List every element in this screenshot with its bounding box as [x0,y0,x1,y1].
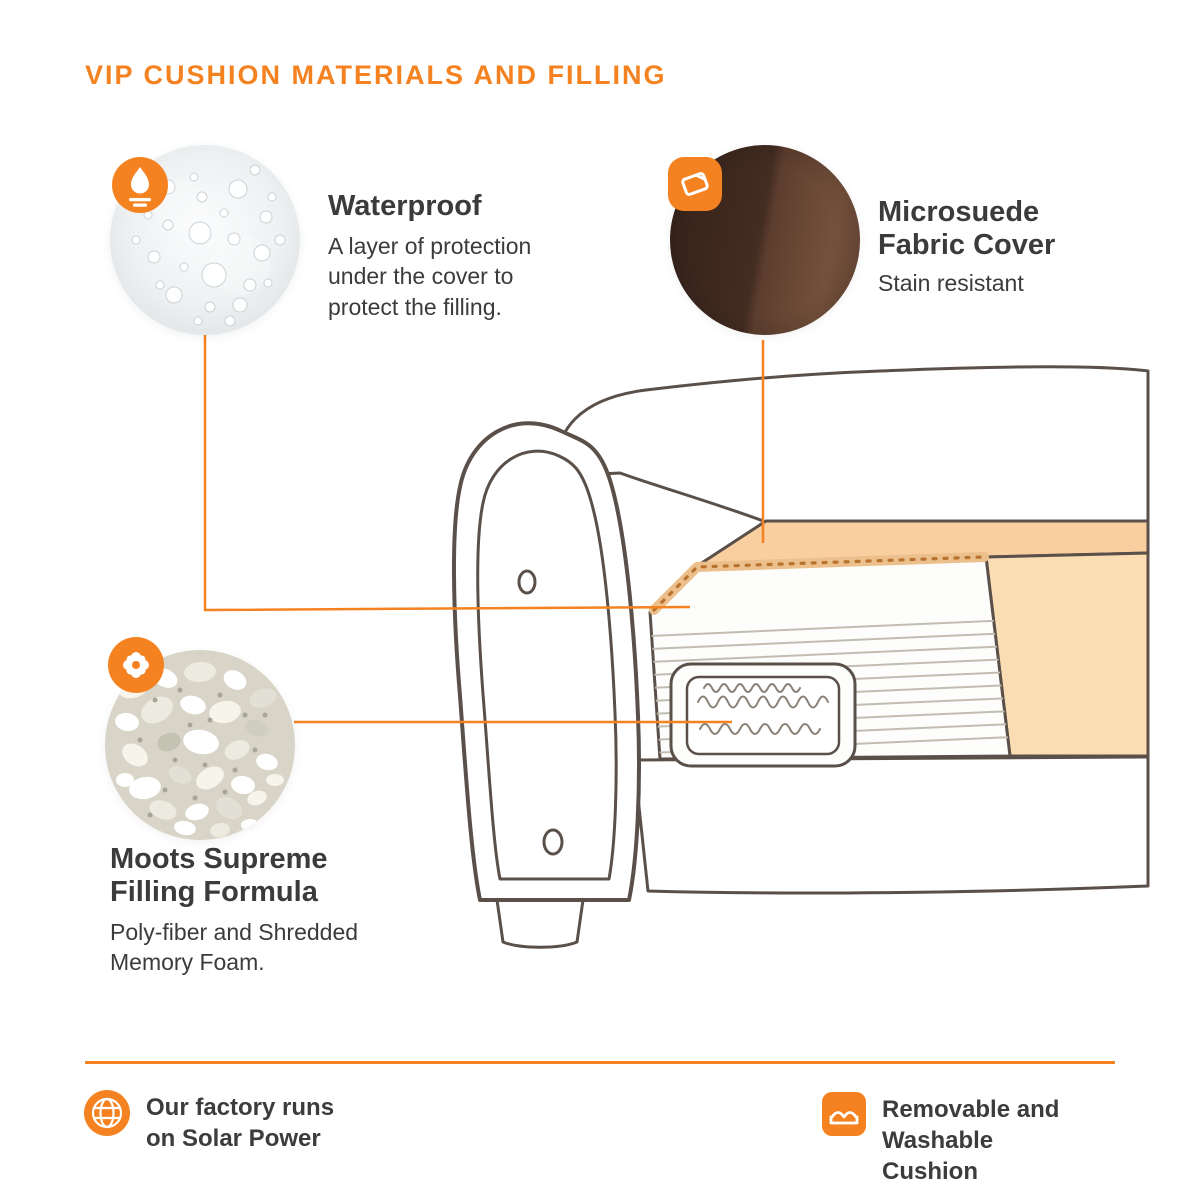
footer-washable-text: Removable and Washable Cushion [882,1096,1060,1186]
globe-icon [84,1090,130,1141]
fabric-swatch-icon [668,157,722,211]
waterproof-description: A layer of protection under the cover to… [328,233,532,320]
foam-squiggles [697,683,829,735]
footer-washable: Removable and Washable Cushion [822,1092,1092,1188]
footer-solar: Our factory runs on Solar Power [84,1090,346,1154]
stitched-edge-dashes [652,555,986,612]
cushion-front-face [984,551,1150,758]
page-title: VIP CUSHION MATERIALS AND FILLING [85,60,667,90]
waterproof-connector-line [203,332,691,612]
filling-description: Poly-fiber and Shredded Memory Foam. [110,919,359,976]
footer-divider [85,1061,1115,1064]
microsuede-heading: Microsuede Fabric Cover [878,196,1056,262]
sofa-backrest [556,365,1150,524]
water-drop-icon [112,157,168,213]
filling-heading: Moots Supreme Filling Formula [110,843,328,909]
microsuede-description: Stain resistant [878,270,1024,297]
footer-solar-text: Our factory runs on Solar Power [146,1094,335,1153]
callout-connectors [203,332,765,724]
fluff-icon [108,637,164,693]
sofa-arm-inner-seam [476,449,618,881]
arm-button-bottom [542,828,564,856]
waterproof-heading: Waterproof [328,190,482,222]
waterproof-callout: Waterproof A layer of protection under t… [328,190,540,322]
arm-button-top [517,569,537,595]
filling-callout: Moots Supreme Filling Formula Poly-fiber… [110,843,358,978]
cushion-icon [822,1092,866,1141]
sofa-leg [495,898,585,949]
sofa-base [632,755,1150,895]
foam-window-inner [685,675,841,756]
microsuede-callout: Microsuede Fabric Cover Stain resistant [878,196,1083,298]
